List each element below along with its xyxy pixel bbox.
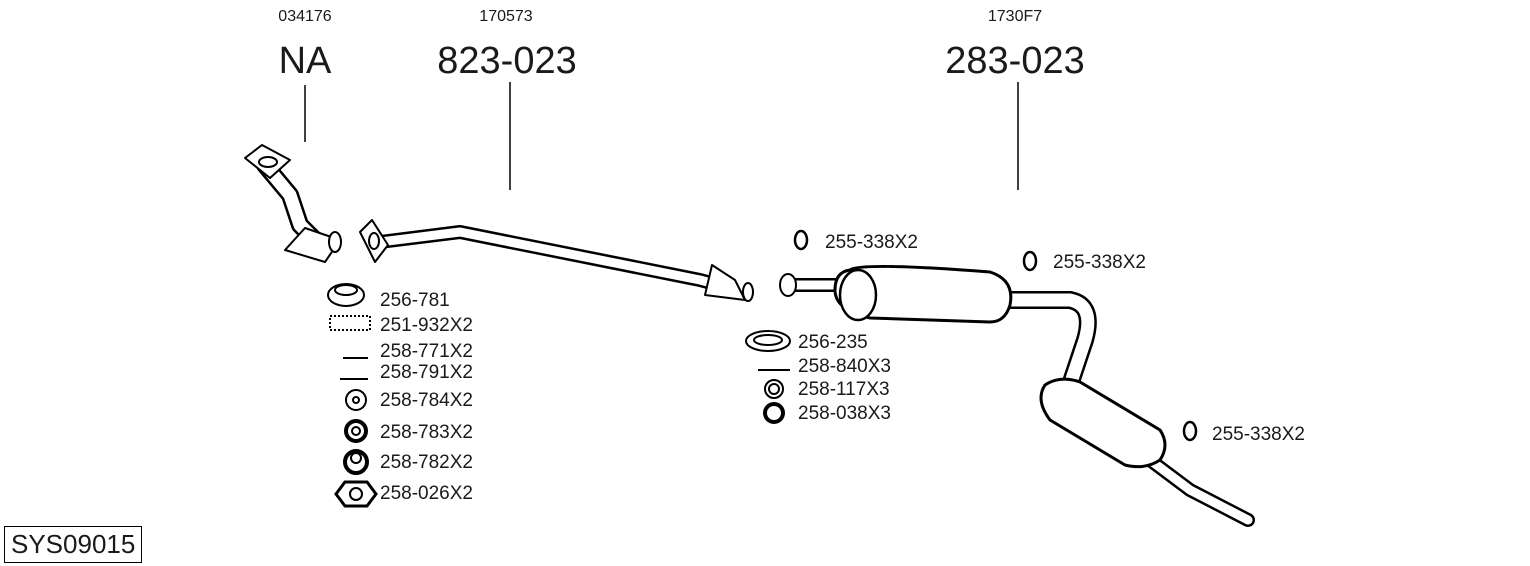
part-label: 258-783X2 bbox=[380, 422, 473, 443]
part-ref-1: 034176 bbox=[278, 8, 332, 25]
part-number-2: 823-023 bbox=[437, 40, 577, 82]
gasket-255-338-icon bbox=[1022, 250, 1038, 272]
gasket-255-338-icon bbox=[1182, 420, 1198, 442]
part-label: 258-840X3 bbox=[798, 356, 891, 377]
part-label: 258-038X3 bbox=[798, 403, 891, 424]
part-number-3: 283-023 bbox=[945, 40, 1085, 82]
part-label: 258-771X2 bbox=[380, 341, 473, 362]
part-label: 251-932X2 bbox=[380, 315, 473, 336]
part-label: 256-781 bbox=[380, 290, 450, 311]
part-label: 256-235 bbox=[798, 332, 868, 353]
gasket-label: 255-338X2 bbox=[825, 232, 918, 253]
part-label: 258-117X3 bbox=[798, 379, 890, 400]
part-label: 258-026X2 bbox=[380, 483, 473, 504]
part-number-1: NA bbox=[278, 40, 332, 82]
part-icons bbox=[327, 229, 1198, 508]
front-pipe bbox=[244, 144, 342, 263]
part-ref-3: 1730F7 bbox=[987, 8, 1043, 25]
part-label: 258-782X2 bbox=[380, 452, 473, 473]
system-id-box: SYS09015 bbox=[4, 526, 143, 564]
gasket-label: 255-338X2 bbox=[1053, 252, 1146, 273]
part-label: 258-784X2 bbox=[380, 390, 473, 411]
gasket-label: 255-338X2 bbox=[1212, 424, 1305, 445]
part-ref-2: 170573 bbox=[479, 8, 533, 25]
middle-pipe bbox=[359, 219, 754, 302]
part-label: 258-791X2 bbox=[380, 362, 473, 383]
rear-silencer-assembly bbox=[779, 264, 1255, 527]
gasket-255-338-icon bbox=[793, 229, 809, 251]
leader-lines bbox=[304, 82, 1019, 190]
nut-038-icon bbox=[763, 402, 785, 424]
spring-icon bbox=[329, 315, 371, 331]
